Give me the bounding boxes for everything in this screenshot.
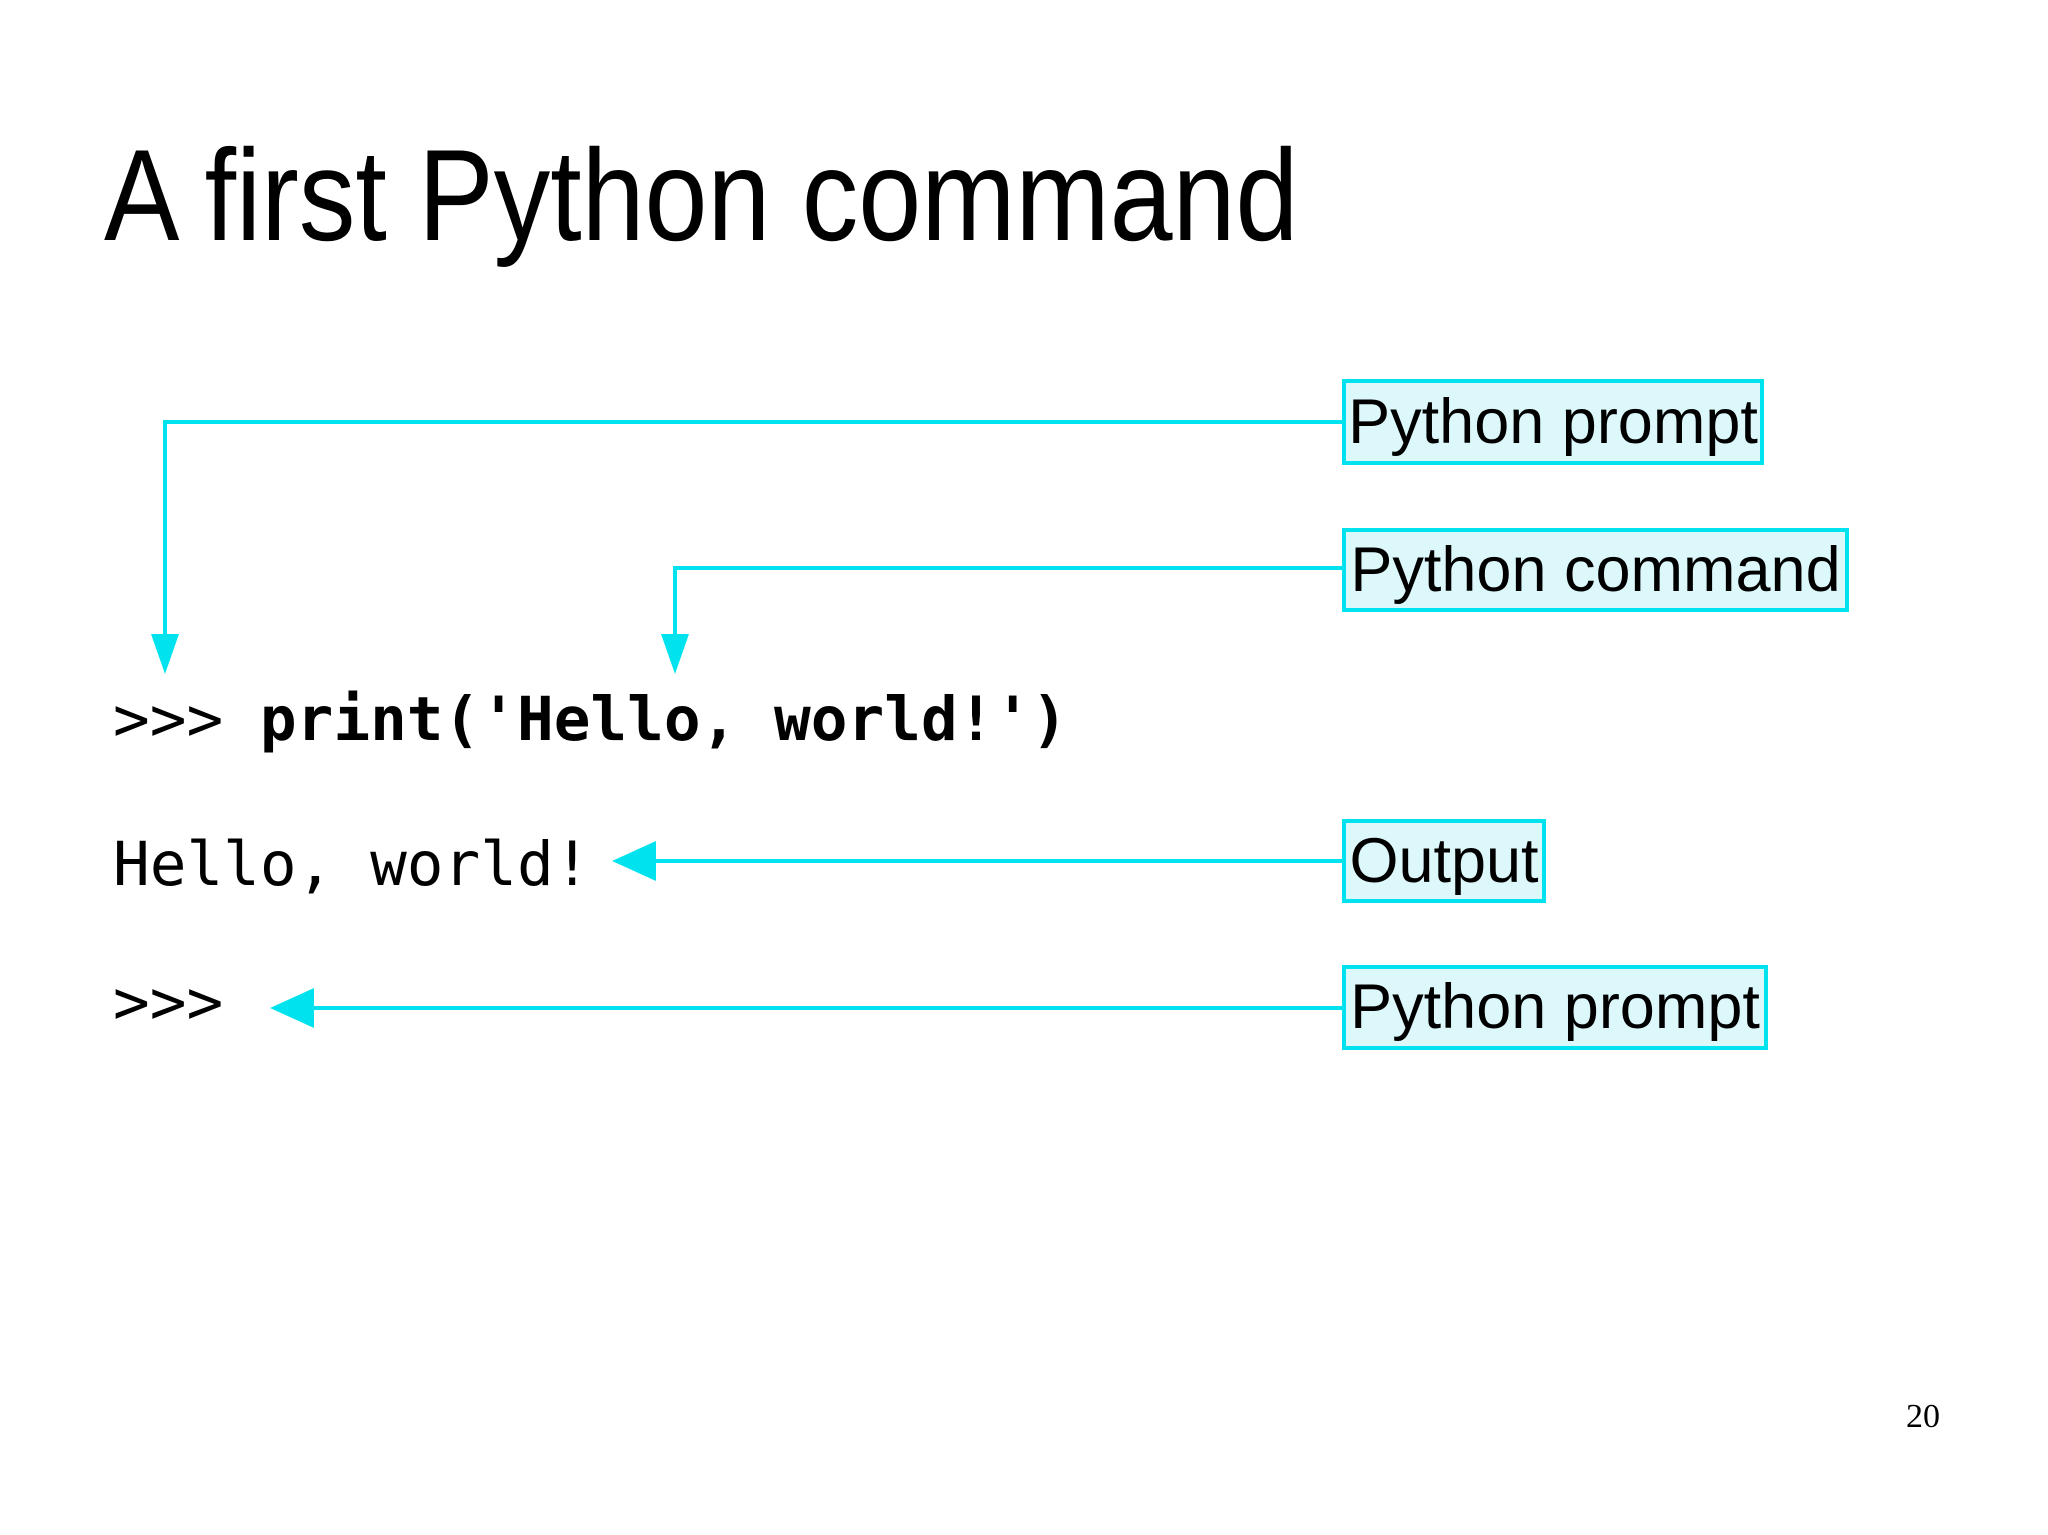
code-prompt-line: >>> [113,972,223,1033]
callout-output: Output [1342,819,1546,903]
output-text: Hello, world! [113,829,591,900]
code-output-line: Hello, world! [113,834,590,895]
arrow-python-prompt-top-vline [163,420,167,636]
arrow-output-hline [654,859,1342,863]
arrowhead-left-icon [612,841,656,881]
callout-python-command: Python command [1342,528,1849,612]
arrowhead-down-icon [151,634,179,674]
callout-label: Output [1349,825,1539,896]
page-title: A first Python command [104,130,1477,260]
prompt-symbol: >>> [113,684,260,755]
callout-python-prompt-top: Python prompt [1342,379,1764,465]
callout-label: Python prompt [1350,972,1760,1042]
callout-label: Python command [1350,534,1841,605]
command-text: print('Hello, world!') [259,684,1068,755]
arrowhead-left-icon [270,988,314,1028]
page-number: 20 [1906,1398,1940,1435]
arrow-python-prompt-bottom-hline [312,1006,1342,1010]
arrow-python-command-hline [675,566,1342,570]
arrow-python-command-vline [673,566,677,636]
arrow-python-prompt-top-hline [165,420,1342,424]
page-title-text: A first Python command [104,122,1299,268]
callout-label: Python prompt [1348,386,1758,457]
code-command-line: >>> print('Hello, world!') [113,689,1068,750]
prompt-symbol: >>> [113,967,224,1038]
arrowhead-down-icon [661,634,689,674]
callout-python-prompt-bottom: Python prompt [1342,965,1768,1050]
